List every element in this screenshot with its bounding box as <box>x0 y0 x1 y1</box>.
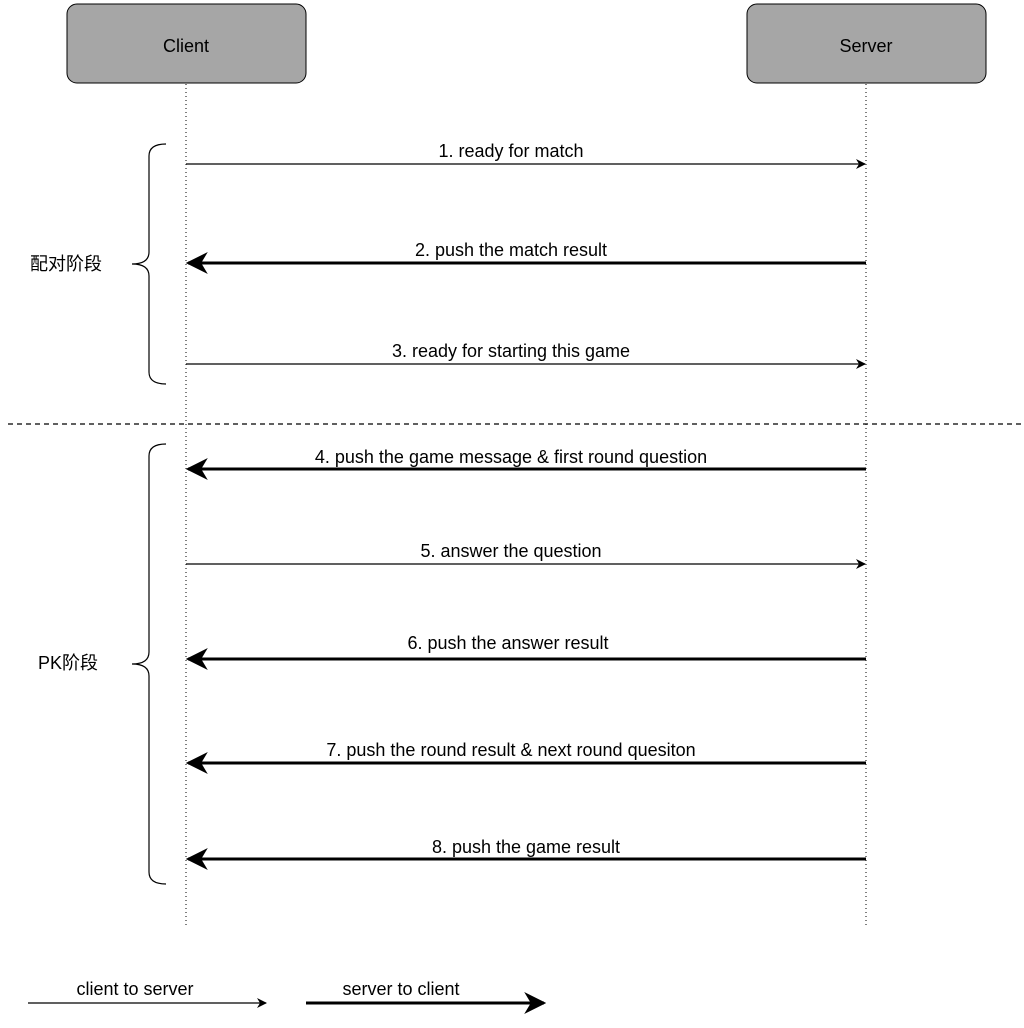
message-3: 3. ready for starting this game <box>186 341 866 369</box>
message-2-label: 2. push the match result <box>415 240 607 260</box>
message-1-label: 1. ready for match <box>438 141 583 161</box>
message-2: 2. push the match result <box>185 240 866 274</box>
legend-server-to-client-label: server to client <box>342 979 459 999</box>
message-6: 6. push the answer result <box>185 633 866 670</box>
server-actor-label: Server <box>839 36 892 56</box>
legend: client to server server to client <box>28 979 547 1014</box>
message-5: 5. answer the question <box>186 541 866 569</box>
client-actor: Client <box>66 3 307 84</box>
phase-brace-pairing <box>131 143 167 385</box>
message-4: 4. push the game message & first round q… <box>185 447 866 480</box>
message-8-label: 8. push the game result <box>432 837 620 857</box>
phase-label-pk: PK阶段 <box>38 653 98 673</box>
phase-brace-pk <box>131 443 167 885</box>
legend-client-to-server-label: client to server <box>76 979 193 999</box>
message-1: 1. ready for match <box>186 141 866 169</box>
message-8: 8. push the game result <box>185 837 866 870</box>
message-5-label: 5. answer the question <box>420 541 601 561</box>
message-7-label: 7. push the round result & next round qu… <box>326 740 695 760</box>
legend-server-to-client: server to client <box>306 979 547 1014</box>
legend-client-to-server: client to server <box>28 979 267 1008</box>
message-3-label: 3. ready for starting this game <box>392 341 630 361</box>
message-6-label: 6. push the answer result <box>407 633 608 653</box>
phase-label-pairing: 配对阶段 <box>30 254 102 274</box>
message-7: 7. push the round result & next round qu… <box>185 740 866 774</box>
server-actor: Server <box>746 3 987 84</box>
client-actor-label: Client <box>163 36 209 56</box>
message-4-label: 4. push the game message & first round q… <box>315 447 707 467</box>
